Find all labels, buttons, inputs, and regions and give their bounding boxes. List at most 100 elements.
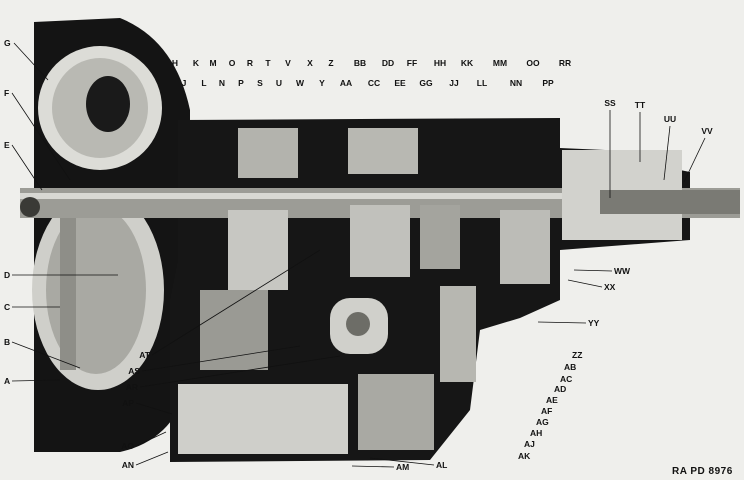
label-ak: AK (518, 451, 531, 461)
gear-rear (500, 210, 550, 284)
label-yy: YY (588, 318, 600, 328)
label-hh: HH (434, 58, 446, 68)
label-w: W (296, 78, 305, 88)
label-cc: CC (368, 78, 380, 88)
clutch-and-gears (178, 128, 550, 454)
label-uu: UU (664, 114, 676, 124)
label-tt: TT (635, 100, 646, 110)
label-af: AF (541, 406, 552, 416)
leader-yy (537, 321, 587, 324)
leader-an (135, 451, 169, 466)
label-ee: EE (394, 78, 406, 88)
label-u: U (276, 78, 282, 88)
label-aj: AJ (524, 439, 535, 449)
leader-as (141, 345, 301, 372)
label-ae: AE (546, 395, 558, 405)
label-h: H (172, 58, 178, 68)
valve-body-lower (178, 384, 348, 454)
converter-upper-core (86, 76, 130, 132)
drum-rear (420, 205, 460, 269)
leader-g (13, 42, 49, 81)
leader-ar (139, 355, 341, 388)
leader-ao (135, 431, 167, 447)
label-nn: NN (510, 78, 522, 88)
governor-hub (346, 312, 370, 336)
label-rr: RR (559, 58, 571, 68)
label-mm: MM (493, 58, 507, 68)
linkage-block (440, 286, 476, 382)
label-dd: DD (382, 58, 394, 68)
leader-b (11, 341, 81, 369)
label-ac: AC (560, 374, 572, 384)
label-g: G (4, 38, 11, 48)
leader-ww (573, 269, 613, 272)
leader-at (151, 249, 321, 356)
label-s: S (257, 78, 263, 88)
servo-block (200, 290, 268, 370)
output-shaft (600, 190, 740, 214)
label-m: M (209, 58, 216, 68)
label-kk: KK (461, 58, 474, 68)
label-k: K (193, 58, 200, 68)
planetary-front (228, 210, 288, 290)
label-am: AM (396, 462, 409, 472)
label-y: Y (319, 78, 325, 88)
label-ao: AO (121, 441, 134, 451)
leader-al (369, 457, 435, 466)
label-ab: AB (564, 362, 576, 372)
label-d: D (4, 270, 10, 280)
converter-vane-strip (60, 200, 76, 370)
label-r: R (247, 58, 253, 68)
label-l: L (201, 78, 206, 88)
leader-lines (11, 42, 706, 468)
label-jj: JJ (449, 78, 459, 88)
leader-vv (683, 137, 706, 183)
label-ap: AP (122, 398, 134, 408)
leader-a (11, 379, 61, 382)
label-b: B (4, 337, 10, 347)
label-v: V (285, 58, 291, 68)
label-ww: WW (614, 266, 631, 276)
leader-uu (663, 125, 671, 181)
label-ad: AD (554, 384, 566, 394)
label-al: AL (436, 460, 447, 470)
label-ss: SS (604, 98, 616, 108)
input-nut (20, 197, 40, 217)
label-gg: GG (419, 78, 433, 88)
label-ff: FF (407, 58, 417, 68)
label-ll: LL (477, 78, 487, 88)
label-oo: OO (526, 58, 540, 68)
label-ar: AR (126, 382, 138, 392)
label-xx: XX (604, 282, 616, 292)
label-pp: PP (542, 78, 554, 88)
label-o: O (229, 58, 236, 68)
leader-f (11, 92, 71, 181)
oil-pump-block (358, 374, 434, 450)
label-vv: VV (701, 126, 713, 136)
plate-id: RA PD 8976 (672, 466, 733, 477)
leader-xx (567, 279, 603, 288)
label-j: J (182, 78, 187, 88)
label-t: T (265, 58, 271, 68)
label-an: AN (122, 460, 134, 470)
main-case (20, 118, 740, 462)
label-x: X (307, 58, 313, 68)
label-a: A (4, 376, 10, 386)
label-p: P (238, 78, 244, 88)
label-zz: ZZ (572, 350, 582, 360)
callout-labels: G H K M O R T V X Z BB DD FF HH KK MM OO… (4, 38, 713, 472)
label-e: E (4, 140, 10, 150)
label-n: N (219, 78, 225, 88)
label-bb: BB (354, 58, 366, 68)
clutch-pack-rear (348, 128, 418, 174)
leader-ap (135, 402, 173, 415)
label-f: F (4, 88, 9, 98)
label-ah: AH (530, 428, 542, 438)
clutch-pack-front (238, 128, 298, 178)
label-as: AS (128, 366, 140, 376)
label-aa: AA (340, 78, 352, 88)
label-at: AT (139, 350, 151, 360)
label-c: C (4, 302, 10, 312)
